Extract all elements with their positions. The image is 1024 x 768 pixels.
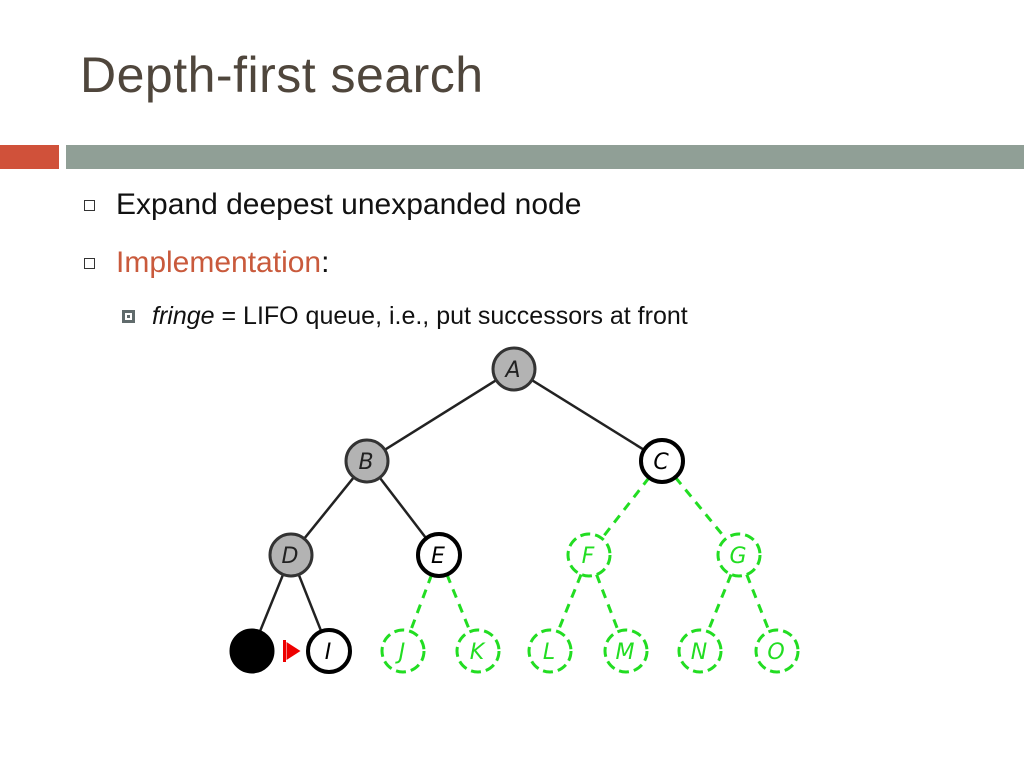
- node-label: J: [395, 640, 406, 665]
- bullet-implementation: Implementation:: [84, 246, 329, 280]
- node-circle: [455, 628, 501, 674]
- tree-edge-c-f: [600, 476, 651, 540]
- bullet-expand: Expand deepest unexpanded node: [84, 188, 581, 222]
- tree-node-a: A: [491, 346, 537, 392]
- tree-edges: [258, 379, 771, 633]
- tree-edge-b-d: [303, 476, 355, 540]
- node-circle: [491, 346, 537, 392]
- tree-node-i: I: [306, 628, 352, 674]
- node-label: A: [503, 358, 520, 383]
- node-circle: [268, 532, 314, 578]
- square-sub-bullet-icon: [122, 310, 135, 323]
- tree-edge-f-l: [556, 573, 583, 633]
- sub-bullet-text: = LIFO queue, i.e., put successors at fr…: [214, 302, 688, 330]
- node-label: N: [691, 640, 707, 665]
- node-circle: [716, 532, 762, 578]
- tree-node-h: [229, 628, 275, 674]
- title-divider-bar: [66, 145, 1024, 169]
- tree-edge-d-i: [297, 574, 323, 632]
- node-label: I: [325, 640, 332, 665]
- node-circle: [416, 532, 462, 578]
- pointer-arrow-icon: [286, 642, 301, 660]
- tree-edge-d-h: [258, 573, 285, 633]
- node-circle: [527, 628, 573, 674]
- node-circle: [566, 532, 612, 578]
- node-label: M: [616, 640, 635, 665]
- node-circle: [229, 628, 275, 674]
- tree-node-c: C: [639, 438, 685, 484]
- node-label: F: [582, 544, 595, 569]
- node-label: O: [767, 640, 784, 665]
- node-label: L: [543, 640, 555, 665]
- tree-edge-b-e: [378, 476, 428, 540]
- slide-title: Depth-first search: [80, 47, 484, 103]
- sub-bullet-em: fringe: [152, 302, 215, 330]
- node-circle: [380, 628, 426, 674]
- node-circle: [344, 438, 390, 484]
- tree-edge-a-b: [384, 379, 497, 451]
- bullet-accent-text: Implementation: [116, 246, 322, 279]
- node-label: D: [282, 544, 299, 569]
- tree-node-m: M: [603, 628, 649, 674]
- bullet-text-rest: :: [321, 246, 330, 279]
- node-circle: [754, 628, 800, 674]
- node-label: K: [470, 640, 486, 665]
- tree-nodes: A B C D E F G I J K L M N O: [229, 346, 800, 674]
- node-label: B: [358, 450, 373, 475]
- node-label: E: [431, 544, 445, 569]
- node-circle: [677, 628, 723, 674]
- tree-node-f: F: [566, 532, 612, 578]
- tree-node-l: L: [527, 628, 573, 674]
- title-accent-bar: [0, 145, 59, 169]
- tree-node-b: B: [344, 438, 390, 484]
- tree-node-k: K: [455, 628, 501, 674]
- tree-node-o: O: [754, 628, 800, 674]
- node-circle: [306, 628, 352, 674]
- tree-edge-e-k: [445, 573, 472, 633]
- tree-node-d: D: [268, 532, 314, 578]
- tree-node-n: N: [677, 628, 723, 674]
- tree-edge-c-g: [674, 476, 727, 540]
- bullet-text: Expand deepest unexpanded node: [116, 188, 582, 221]
- tree-edge-e-j: [408, 574, 434, 632]
- tree-edge-a-c: [531, 379, 645, 451]
- node-circle: [639, 438, 685, 484]
- sub-bullet-fringe: fringe = LIFO queue, i.e., put successor…: [122, 302, 688, 331]
- square-bullet-icon: [84, 199, 95, 211]
- tree-edge-f-m: [595, 574, 620, 632]
- tree-node-j: J: [380, 628, 426, 674]
- tree-node-e: E: [416, 532, 462, 578]
- node-circle: [603, 628, 649, 674]
- node-label: C: [653, 450, 669, 475]
- tree-edge-g-o: [745, 573, 771, 633]
- square-bullet-icon: [84, 257, 95, 269]
- node-label: G: [729, 544, 746, 569]
- tree-edge-g-n: [706, 573, 733, 633]
- current-node-pointer: [283, 640, 301, 662]
- tree-node-g: G: [716, 532, 762, 578]
